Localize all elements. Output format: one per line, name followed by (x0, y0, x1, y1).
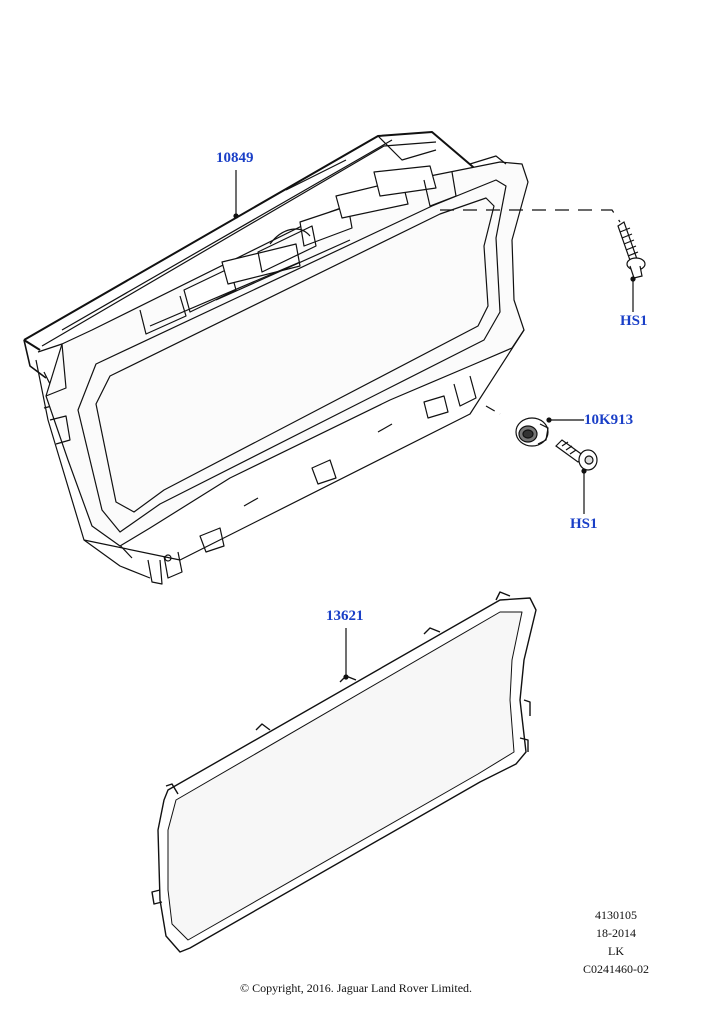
leader-lines (233, 170, 636, 680)
callout-grommet: 10K913 (584, 412, 634, 428)
screw-bottom-drawing (555, 439, 598, 471)
lens-drawing (151, 591, 537, 953)
callout-lens: 13621 (326, 608, 364, 624)
reference-block: 4130105 18-2014 LK C0241460-02 (576, 906, 656, 978)
callout-screw-top: HS1 (620, 313, 648, 329)
callout-instrument-cluster: 10849 (216, 150, 254, 166)
callout-screw-bottom: HS1 (570, 516, 598, 532)
screw-top-drawing (617, 221, 646, 279)
grommet-drawing (485, 405, 549, 447)
reference-line-2: 18-2014 (596, 926, 636, 940)
instrument-cluster-drawing (23, 131, 529, 585)
dashed-leader-hs1-top (440, 209, 621, 223)
copyright-notice: © Copyright, 2016. Jaguar Land Rover Lim… (239, 981, 473, 995)
reference-line-1: 4130105 (595, 908, 637, 922)
reference-line-4: C0241460-02 (583, 962, 649, 976)
reference-line-3: LK (608, 944, 624, 958)
